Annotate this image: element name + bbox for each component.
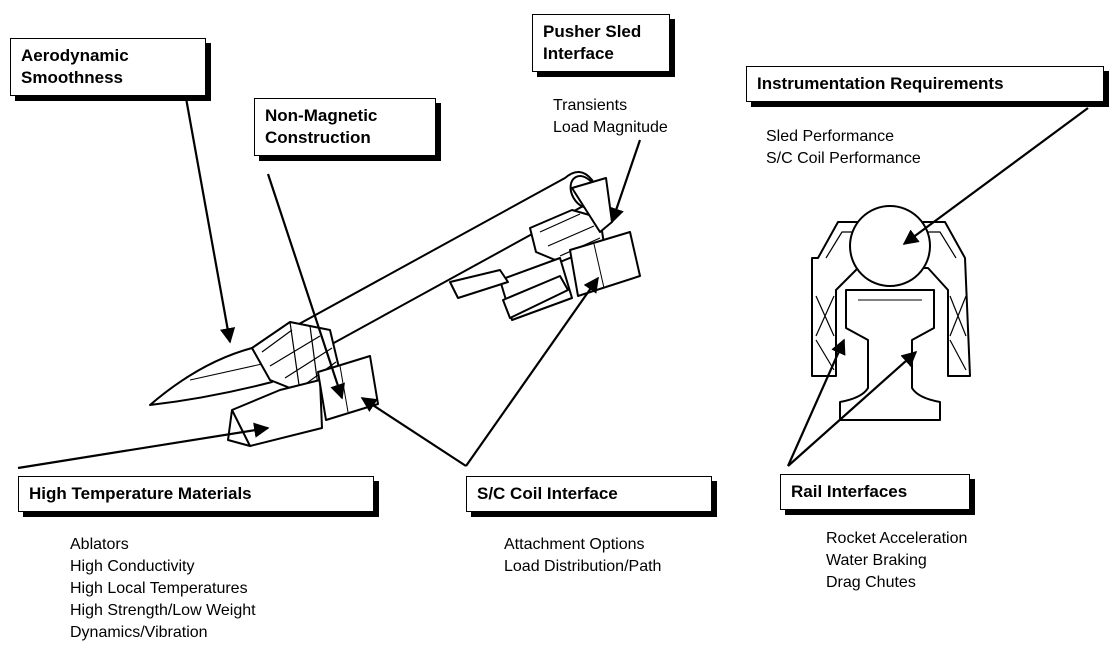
arrow-sccoil-a: [360, 397, 467, 467]
list-item: Sled Performance: [766, 128, 895, 145]
callout-instrumentation-requirements: Instrumentation Requirements: [746, 66, 1104, 102]
sled-fin-right: [502, 275, 569, 319]
forward-slipper-left: [231, 379, 323, 447]
callout-hightemp-line-1: High Temperature Materials: [29, 484, 252, 503]
list-item: Ablators: [70, 536, 129, 553]
list-item: High Local Temperatures: [70, 580, 248, 597]
arrow-rail-a: [786, 338, 846, 467]
callout-sccoil-line-1: S/C Coil Interface: [477, 484, 618, 503]
leader-lines: [17, 97, 1089, 470]
callout-pusher-line-2: Interface: [543, 44, 614, 63]
callout-aerodynamic-smoothness: Aerodynamic Smoothness: [10, 38, 206, 96]
slipper-housing: [811, 221, 971, 377]
list-item: Load Magnitude: [553, 119, 668, 136]
rail-profile: [839, 289, 941, 421]
list-item: Dynamics/Vibration: [70, 624, 208, 641]
high-temperature-list: Ablators High Conductivity High Local Te…: [70, 534, 256, 644]
callout-pusher-line-1: Pusher Sled: [543, 22, 642, 41]
callout-nonmag-line-1: Non-Magnetic: [265, 106, 378, 125]
list-item: S/C Coil Performance: [766, 150, 921, 167]
callout-high-temperature-materials: High Temperature Materials: [18, 476, 374, 512]
callout-pusher-sled-interface: Pusher Sled Interface: [532, 14, 670, 72]
list-item: Rocket Acceleration: [826, 530, 968, 547]
list-item: Transients: [553, 97, 628, 114]
list-item: High Strength/Low Weight: [70, 602, 256, 619]
list-item: High Conductivity: [70, 558, 195, 575]
callout-rail-interfaces: Rail Interfaces: [780, 474, 970, 510]
pusher-interface-list: Transients Load Magnitude: [553, 95, 668, 139]
sled-nose-cone: [149, 347, 273, 406]
callout-rail-line-1: Rail Interfaces: [791, 482, 908, 501]
list-item: Attachment Options: [504, 536, 645, 553]
sled-fin-left: [449, 269, 509, 299]
sc-coil-list: Attachment Options Load Distribution/Pat…: [504, 534, 661, 578]
sc-coil-circle: [849, 205, 931, 287]
instrumentation-list: Sled Performance S/C Coil Performance: [766, 126, 921, 170]
arrow-sccoil-b: [465, 276, 599, 467]
arrow-nonmag: [266, 173, 345, 400]
callout-instr-line-1: Instrumentation Requirements: [757, 74, 1004, 93]
arrow-hightemp: [17, 422, 270, 470]
list-item: Load Distribution/Path: [504, 558, 662, 575]
callout-sc-coil-interface: S/C Coil Interface: [466, 476, 712, 512]
list-item: Water Braking: [826, 552, 927, 569]
rocket-sled-drawing: [149, 171, 641, 447]
callout-aero-line-1: Aerodynamic: [21, 46, 129, 65]
rail-interfaces-list: Rocket Acceleration Water Braking Drag C…: [826, 528, 967, 594]
arrow-rail-b: [787, 350, 918, 467]
arrow-aero: [184, 97, 236, 344]
callout-nonmag-line-2: Construction: [265, 128, 371, 147]
callout-non-magnetic-construction: Non-Magnetic Construction: [254, 98, 436, 156]
list-item: Drag Chutes: [826, 574, 916, 591]
arrow-instr: [902, 107, 1089, 245]
rail-cross-section-drawing: [811, 205, 971, 421]
arrow-pusher: [609, 139, 642, 224]
callout-aero-line-2: Smoothness: [21, 68, 124, 87]
